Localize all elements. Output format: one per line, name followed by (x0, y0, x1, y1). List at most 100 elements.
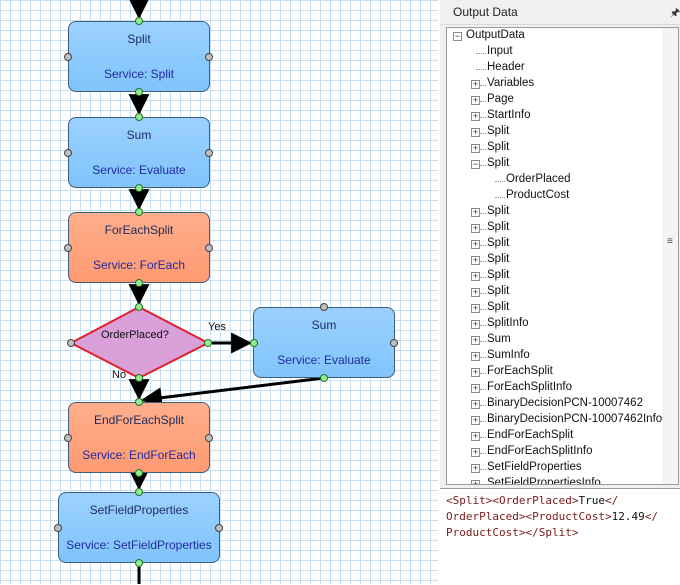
port-left[interactable] (64, 53, 72, 61)
node-sum[interactable]: Sum Service: Evaluate (68, 117, 210, 188)
port-left[interactable] (64, 434, 72, 442)
tree-child-item[interactable]: OrderPlaced (506, 173, 571, 185)
expand-icon[interactable]: + (471, 207, 480, 217)
tree-connector (495, 197, 505, 198)
expand-icon[interactable]: + (471, 319, 480, 329)
port-left[interactable] (250, 339, 258, 347)
tree-item[interactable]: Header (487, 61, 525, 73)
tree-item[interactable]: StartInfo (487, 109, 531, 121)
tree-item[interactable]: Split (487, 157, 510, 169)
port-right[interactable] (205, 149, 213, 157)
node-end-foreach-split[interactable]: EndForEachSplit Service: EndForEach (68, 402, 210, 473)
tree-item[interactable]: Split (487, 221, 510, 233)
expand-icon[interactable]: + (471, 383, 480, 393)
tree-root[interactable]: OutputData (466, 29, 525, 41)
port-right[interactable] (205, 434, 213, 442)
node-split[interactable]: Split Service: Split (68, 21, 210, 92)
node-service: Service: ForEach (92, 258, 186, 272)
port-in[interactable] (135, 113, 143, 121)
tree-item[interactable]: SumInfo (487, 349, 530, 361)
expand-icon[interactable]: + (471, 255, 480, 265)
tree-item[interactable]: ForEachSplitInfo (487, 381, 573, 393)
tree-item[interactable]: Split (487, 125, 510, 137)
port-in[interactable] (135, 17, 143, 25)
scrollbar-grip-icon[interactable]: ≡ (667, 236, 673, 247)
tree-item[interactable]: EndForEachSplit (487, 429, 574, 441)
expand-icon[interactable]: + (471, 399, 480, 409)
tree-connector (480, 373, 486, 374)
tree-connector (480, 245, 486, 246)
expand-icon[interactable]: + (471, 431, 480, 441)
workflow-canvas[interactable]: Split Service: Split Sum Service: Evalua… (0, 0, 438, 584)
tree-item[interactable]: Split (487, 301, 510, 313)
collapse-icon[interactable]: − (453, 31, 462, 41)
port-left[interactable] (64, 244, 72, 252)
port-left[interactable] (54, 524, 62, 532)
expand-icon[interactable]: + (471, 79, 480, 89)
expand-icon[interactable]: + (471, 447, 480, 457)
expand-icon[interactable]: + (471, 480, 480, 484)
node-service: Service: Evaluate (92, 163, 186, 177)
port-yes[interactable] (204, 339, 212, 347)
tree-item[interactable]: Variables (487, 77, 535, 89)
expand-icon[interactable]: + (471, 463, 480, 473)
node-set-field-properties[interactable]: SetFieldProperties Service: SetFieldProp… (58, 492, 220, 563)
expand-icon[interactable]: + (471, 127, 480, 137)
port-in[interactable] (135, 398, 143, 406)
port-in[interactable] (320, 303, 328, 311)
tree-item[interactable]: Split (487, 269, 510, 281)
port-out[interactable] (135, 469, 143, 477)
tree-item[interactable]: Input (487, 45, 513, 57)
tree-item[interactable]: ForEachSplit (487, 365, 553, 377)
port-out[interactable] (135, 559, 143, 567)
tree-item[interactable]: Split (487, 285, 510, 297)
expand-icon[interactable]: + (471, 271, 480, 281)
node-title: EndForEachSplit (93, 413, 185, 427)
port-right[interactable] (215, 524, 223, 532)
tree-item[interactable]: Sum (487, 333, 511, 345)
tree-item[interactable]: SplitInfo (487, 317, 529, 329)
tree-item[interactable]: Page (487, 93, 514, 105)
port-in[interactable] (135, 488, 143, 496)
port-in[interactable] (135, 303, 143, 311)
port-out[interactable] (135, 88, 143, 96)
node-sum-evaluate[interactable]: Sum Service: Evaluate (253, 307, 395, 378)
port-right[interactable] (205, 244, 213, 252)
tree-item[interactable]: Split (487, 253, 510, 265)
expand-icon[interactable]: + (471, 303, 480, 313)
port-right[interactable] (390, 339, 398, 347)
port-in[interactable] (135, 208, 143, 216)
expand-icon[interactable]: + (471, 239, 480, 249)
tree-scrollbar[interactable]: ≡ (662, 28, 678, 484)
expand-icon[interactable]: + (471, 367, 480, 377)
expand-icon[interactable]: + (471, 111, 480, 121)
expand-icon[interactable]: + (471, 351, 480, 361)
decision-order-placed[interactable] (68, 305, 211, 380)
tree-item[interactable]: SetFieldProperties (487, 461, 582, 473)
tree-item[interactable]: Split (487, 141, 510, 153)
tree-item[interactable]: EndForEachSplitInfo (487, 445, 593, 457)
port-left[interactable] (67, 339, 75, 347)
tree-child-item[interactable]: ProductCost (506, 189, 570, 201)
expand-icon[interactable]: + (471, 335, 480, 345)
port-no[interactable] (135, 374, 143, 382)
port-right[interactable] (205, 53, 213, 61)
collapse-icon[interactable]: − (471, 159, 480, 169)
expand-icon[interactable]: + (471, 143, 480, 153)
port-out[interactable] (135, 184, 143, 192)
port-out[interactable] (135, 279, 143, 287)
port-out[interactable] (320, 374, 328, 382)
expand-icon[interactable]: + (471, 223, 480, 233)
tree-item[interactable]: Split (487, 237, 510, 249)
expand-icon[interactable]: + (471, 95, 480, 105)
expand-icon[interactable]: + (471, 287, 480, 297)
pin-icon[interactable]: 🖈 (670, 7, 680, 19)
tree-item[interactable]: BinaryDecisionPCN-10007462 (487, 397, 643, 409)
tree-item[interactable]: BinaryDecisionPCN-10007462Info (487, 413, 663, 425)
port-left[interactable] (64, 149, 72, 157)
expand-icon[interactable]: + (471, 415, 480, 425)
node-foreach-split[interactable]: ForEachSplit Service: ForEach (68, 212, 210, 283)
tree-item[interactable]: SetFieldPropertiesInfo (487, 477, 601, 485)
tree-item[interactable]: Split (487, 205, 510, 217)
